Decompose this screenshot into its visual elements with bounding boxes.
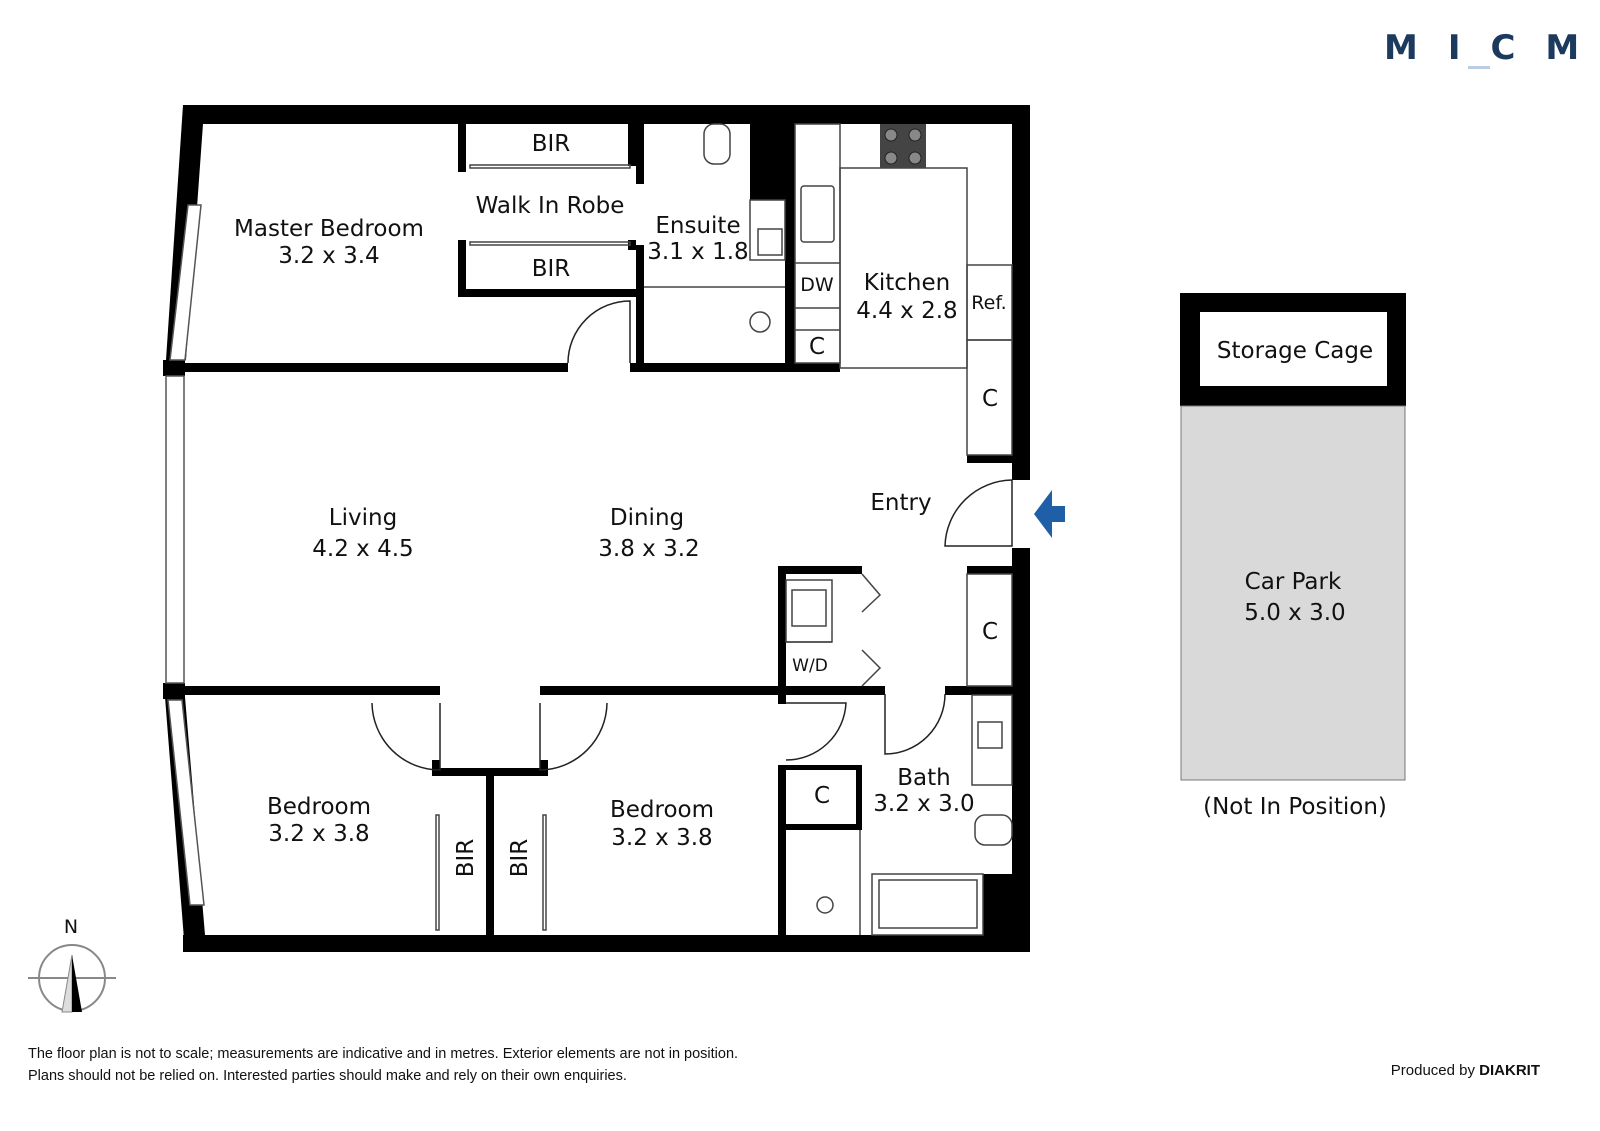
bath-size: 3.2 x 3.0 <box>873 791 974 817</box>
entry-label: Entry <box>870 490 931 516</box>
dining-size: 3.8 x 3.2 <box>598 536 699 562</box>
car-park-size: 5.0 x 3.0 <box>1244 600 1345 626</box>
bath-name: Bath <box>897 765 950 791</box>
kitchen-name: Kitchen <box>864 270 950 296</box>
room-labels: Master Bedroom 3.2 x 3.4 BIR Walk In Rob… <box>234 131 1387 877</box>
master-bedroom-size: 3.2 x 3.4 <box>278 243 379 269</box>
car-park <box>1180 405 1406 781</box>
kitchen-size: 4.4 x 2.8 <box>856 298 957 324</box>
fixtures <box>435 123 1013 936</box>
fridge-label: Ref. <box>971 292 1006 314</box>
bedroom-1-size: 3.2 x 3.8 <box>268 821 369 847</box>
disclaimer-line-1: The floor plan is not to scale; measurem… <box>28 1046 739 1062</box>
living-name: Living <box>329 505 397 531</box>
washer-dryer-label: W/D <box>792 656 828 676</box>
compass-icon: N <box>28 916 116 1013</box>
bedroom-2-name: Bedroom <box>610 797 714 823</box>
master-bedroom-name: Master Bedroom <box>234 216 424 242</box>
compass-north-label: N <box>64 916 78 938</box>
doors <box>371 300 1013 771</box>
dining-name: Dining <box>610 505 684 531</box>
disclaimer: The floor plan is not to scale; measurem… <box>28 1043 738 1087</box>
bir-mid-label: BIR <box>532 256 571 282</box>
walk-in-robe-label: Walk In Robe <box>476 193 625 219</box>
storage-cage <box>1200 312 1387 386</box>
ensuite-name: Ensuite <box>655 213 740 239</box>
windows <box>165 204 205 906</box>
dishwasher-label: DW <box>800 274 834 296</box>
bir-right-label: BIR <box>507 839 533 878</box>
produced-by-label: Produced by <box>1390 1062 1475 1079</box>
entry-arrow-icon <box>1034 490 1065 538</box>
entry-cupboard-bottom-label: C <box>982 619 998 645</box>
car-park-name: Car Park <box>1245 569 1342 595</box>
bir-top-label: BIR <box>532 131 571 157</box>
kitchen-cupboard-label: C <box>809 334 825 360</box>
living-size: 4.2 x 4.5 <box>312 536 413 562</box>
logo-underline <box>1468 66 1490 69</box>
bedroom-2-size: 3.2 x 3.8 <box>611 825 712 851</box>
storage-cage-label: Storage Cage <box>1217 338 1373 364</box>
not-in-position-note: (Not In Position) <box>1203 794 1387 820</box>
bedroom-1-name: Bedroom <box>267 794 371 820</box>
producer-name: DIAKRIT <box>1479 1062 1540 1079</box>
ensuite-size: 3.1 x 1.8 <box>647 239 748 265</box>
produced-by: Produced by DIAKRIT <box>1391 1062 1540 1079</box>
micm-logo: MICM <box>1384 28 1600 68</box>
bir-left-label: BIR <box>453 839 479 878</box>
disclaimer-line-2: Plans should not be relied on. Intereste… <box>28 1068 627 1084</box>
bath-cupboard-label: C <box>814 783 830 809</box>
cooktop <box>880 124 926 168</box>
entry-cupboard-top-label: C <box>982 386 998 412</box>
